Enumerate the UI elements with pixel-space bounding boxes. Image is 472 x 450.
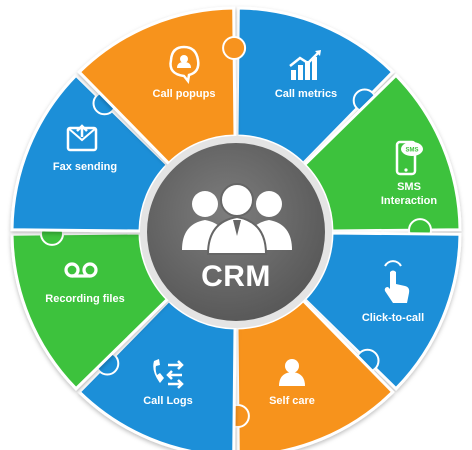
call-log-icon [153, 359, 184, 389]
segment-label-recording-files: Recording files [45, 293, 124, 305]
headset-chat-icon [169, 45, 200, 84]
segment-label-call-popups: Call popups [153, 88, 216, 100]
segment-label-call-metrics: Call metrics [275, 88, 337, 100]
voicemail-icon [64, 262, 98, 278]
chart-icon [289, 50, 321, 80]
segment-label-fax-sending: Fax sending [53, 161, 117, 173]
fax-icon [66, 124, 98, 152]
person-icon [279, 359, 305, 386]
segment-label-call-logs: Call Logs [143, 395, 193, 407]
pointer-hand-icon [384, 260, 410, 303]
segment-label-click-to-call: Click-to-call [362, 312, 424, 324]
center-label: CRM [201, 260, 271, 293]
segment-label-sms-interaction: SMS [397, 181, 421, 193]
segment-label-self-care: Self care [269, 395, 315, 407]
segment-label-sms-interaction: Interaction [381, 195, 438, 207]
users-group-icon [182, 183, 292, 255]
crm-center: CRM [140, 136, 332, 328]
sms-phone-icon: SMS [395, 140, 423, 176]
svg-text:SMS: SMS [405, 148, 418, 154]
segment-knob-call-popups [222, 36, 247, 60]
